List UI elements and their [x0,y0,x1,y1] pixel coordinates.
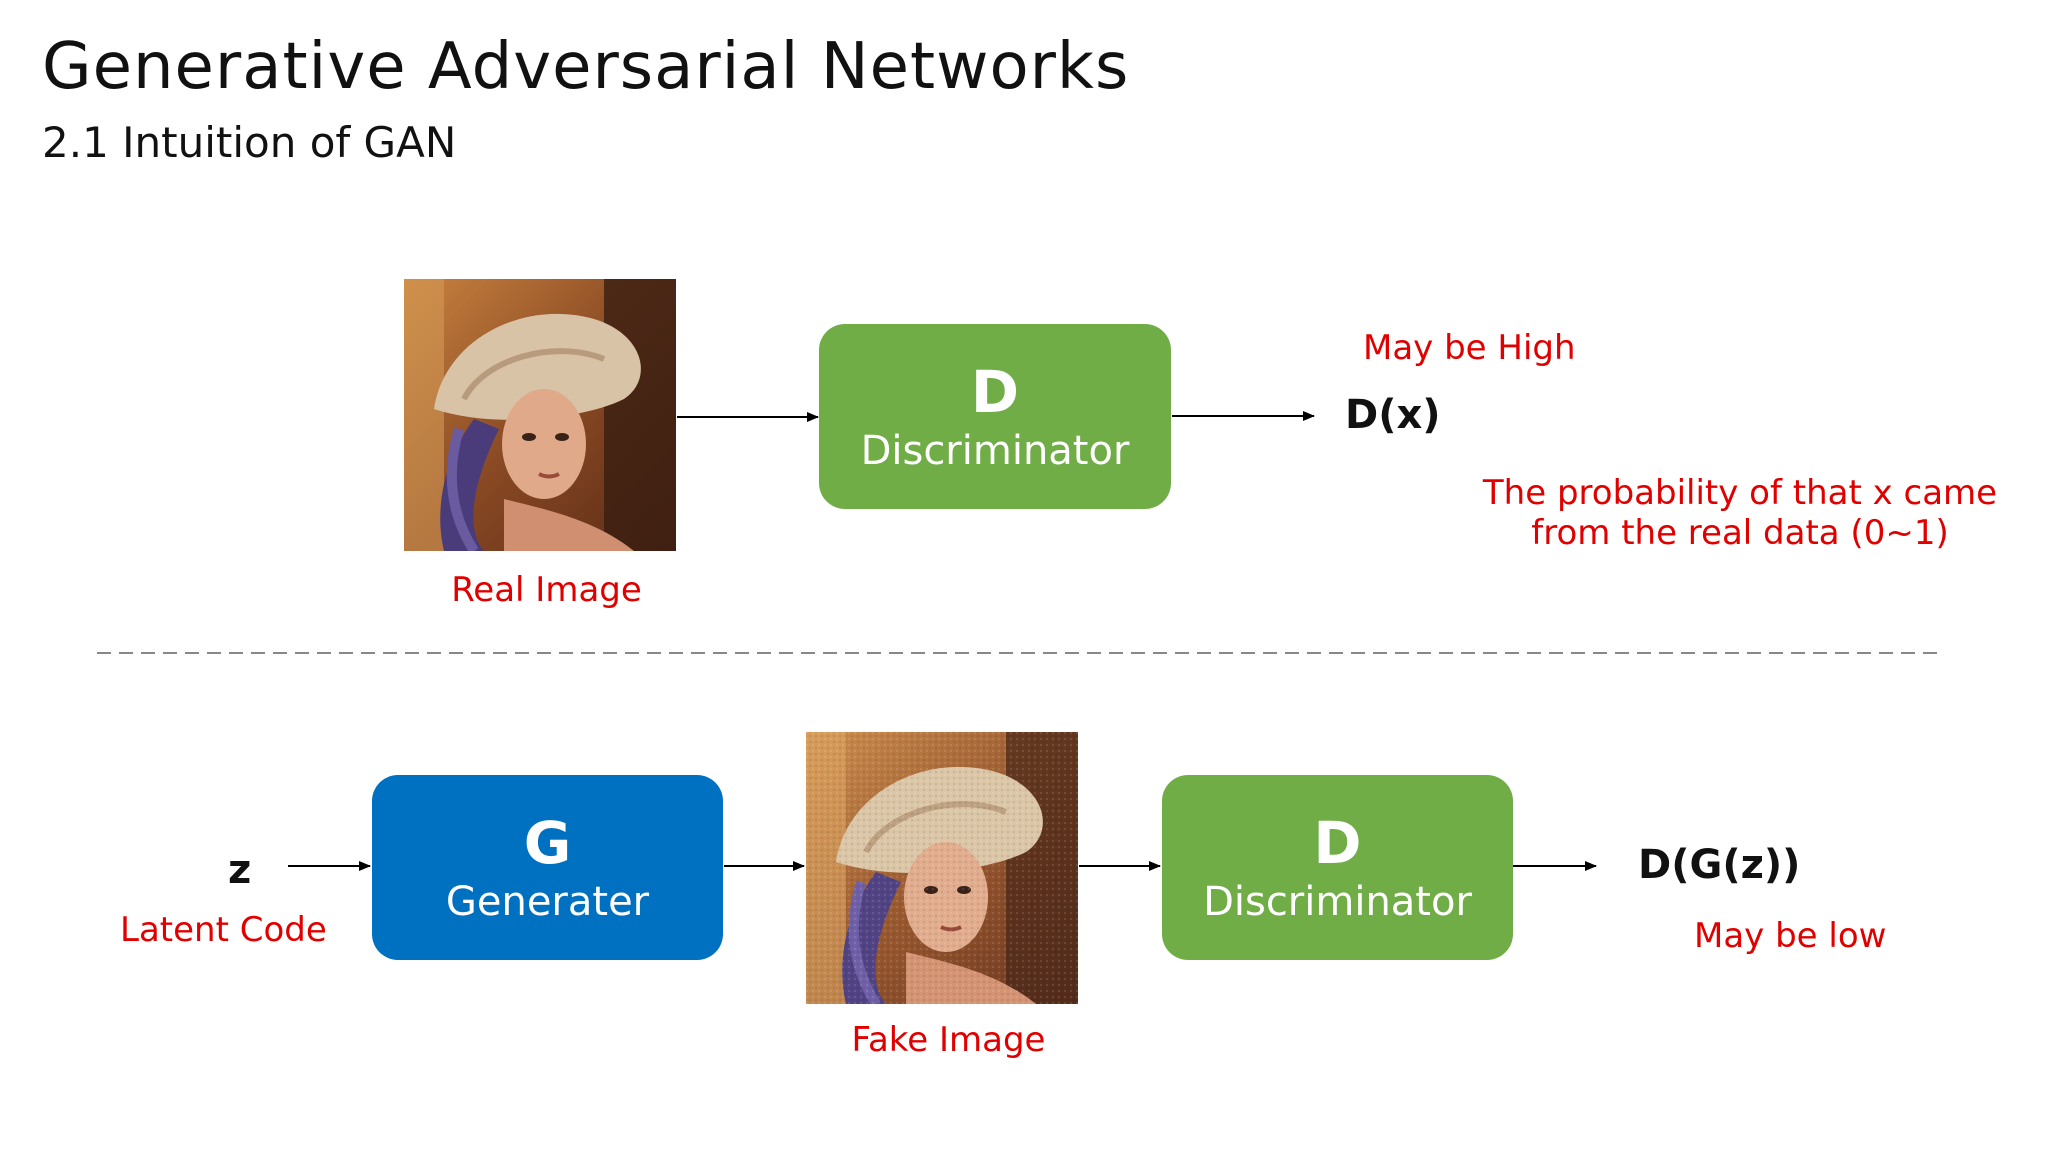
discriminator-label: Discriminator [860,427,1130,474]
dgz-output: D(G(z)) [1638,842,1801,888]
fake-image-caption: Fake Image [851,1020,1046,1060]
real-image [404,279,676,551]
slide-subtitle: 2.1 Intuition of GAN [42,118,457,167]
real-image-caption: Real Image [451,570,642,610]
probability-note-line2: from the real data (0~1) [1531,513,1949,553]
generator-label: Generater [445,878,650,925]
discriminator-label: Discriminator [1203,878,1472,925]
slide-title: Generative Adversarial Networks [42,30,1130,104]
discriminator-letter: D [970,357,1020,426]
probability-note: The probability of that x came from the … [1470,473,2010,553]
dx-output: D(x) [1345,392,1441,438]
generator-box: G Generater [372,775,723,960]
latent-code-caption: Latent Code [120,910,327,950]
latent-z: z [228,847,252,893]
discriminator-letter: D [1313,808,1362,877]
generator-letter: G [523,808,572,877]
probability-note-line1: The probability of that x came [1482,473,1998,513]
discriminator-box-top: D Discriminator [819,324,1171,509]
fake-image [806,732,1078,1004]
discriminator-box-bottom: D Discriminator [1162,775,1513,960]
may-be-high-note: May be High [1363,328,1576,368]
may-be-low-note: May be low [1694,916,1887,956]
